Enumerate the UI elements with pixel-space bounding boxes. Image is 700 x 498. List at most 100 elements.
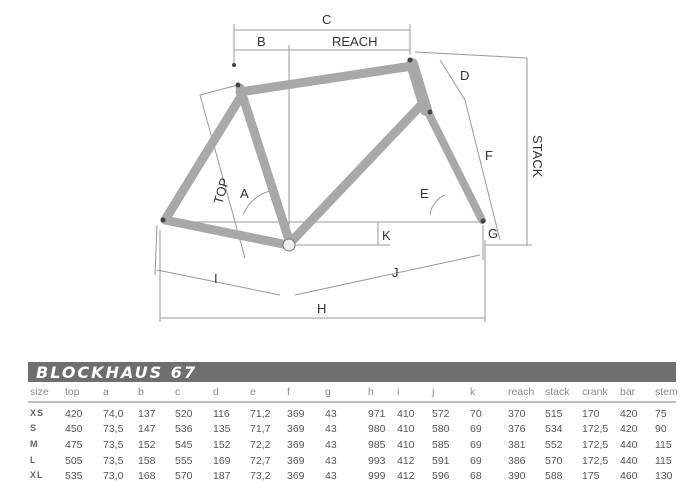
table-cell: 73,5	[103, 455, 124, 467]
table-cell: 570	[175, 470, 193, 482]
table-cell: 168	[138, 470, 156, 482]
head-tube	[406, 58, 432, 116]
table-cell: 73,0	[103, 470, 124, 482]
joint-dots	[160, 57, 486, 224]
table-cell: 369	[287, 455, 305, 467]
table-cell: 985	[368, 439, 386, 451]
size-label: XS	[30, 408, 45, 418]
table-cell: 158	[138, 455, 156, 467]
table-cell: 545	[175, 439, 193, 451]
table-cell: 585	[432, 439, 450, 451]
header-divider	[28, 401, 676, 403]
table-cell: 420	[620, 423, 638, 435]
column-header-stack: stack	[545, 386, 570, 398]
table-cell: 381	[508, 439, 526, 451]
table-cell: 152	[213, 439, 231, 451]
table-cell: 588	[545, 470, 563, 482]
table-cell: 475	[65, 439, 83, 451]
column-header-f: f	[287, 386, 290, 398]
table-cell: 410	[397, 439, 415, 451]
table-cell: 370	[508, 408, 526, 420]
table-cell: 68	[470, 470, 482, 482]
table-cell: 73,5	[103, 439, 124, 451]
table-cell: 580	[432, 423, 450, 435]
table-cell: 555	[175, 455, 193, 467]
table-cell: 390	[508, 470, 526, 482]
size-label: L	[30, 455, 37, 465]
column-header-b: b	[138, 386, 144, 398]
table-cell: 591	[432, 455, 450, 467]
table-cell: 71,2	[250, 408, 271, 420]
table-cell: 72,7	[250, 455, 271, 467]
table-cell: 69	[470, 439, 482, 451]
label-reach: REACH	[332, 34, 378, 49]
column-header-d: d	[213, 386, 219, 398]
table-cell: 175	[582, 470, 600, 482]
table-cell: 169	[213, 455, 231, 467]
table-cell: 515	[545, 408, 563, 420]
size-label: XL	[30, 470, 44, 480]
column-header-h: h	[368, 386, 374, 398]
column-header-bar: bar	[620, 386, 636, 398]
table-cell: 43	[325, 423, 337, 435]
table-cell: 115	[655, 439, 672, 451]
column-header-i: i	[397, 386, 400, 398]
fork	[424, 108, 486, 224]
column-header-c: c	[175, 386, 181, 398]
table-cell: 410	[397, 408, 415, 420]
table-cell: 116	[213, 408, 230, 420]
table-cell: 172,5	[582, 439, 609, 451]
table-cell: 172,5	[582, 423, 609, 435]
dimension-lines	[154, 24, 532, 322]
table-cell: 440	[620, 455, 638, 467]
seat-tube	[235, 83, 295, 248]
label-stack: STACK	[530, 135, 545, 178]
chainstay	[160, 215, 293, 250]
table-cell: 570	[545, 455, 563, 467]
table-cell: 420	[620, 408, 638, 420]
label-f: F	[485, 148, 493, 163]
column-header-g: g	[325, 386, 331, 398]
table-cell: 137	[138, 408, 156, 420]
table-cell: 999	[368, 470, 386, 482]
table-cell: 71,7	[250, 423, 271, 435]
column-header-crank: crank	[582, 386, 608, 398]
table-cell: 420	[65, 408, 83, 420]
label-j: J	[392, 265, 399, 280]
table-cell: 69	[470, 455, 482, 467]
table-cell: 412	[397, 455, 415, 467]
table-cell: 70	[470, 408, 482, 420]
table-cell: 412	[397, 470, 415, 482]
size-label: M	[30, 439, 39, 449]
table-cell: 90	[655, 423, 667, 435]
table-cell: 43	[325, 455, 337, 467]
column-header-top: top	[65, 386, 80, 398]
table-cell: 130	[655, 470, 673, 482]
table-cell: 369	[287, 423, 305, 435]
column-header-stem: stem	[655, 386, 678, 398]
table-cell: 505	[65, 455, 83, 467]
table-cell: 460	[620, 470, 638, 482]
table-cell: 73,2	[250, 470, 271, 482]
table-cell: 147	[138, 423, 156, 435]
table-cell: 369	[287, 470, 305, 482]
table-cell: 43	[325, 408, 337, 420]
label-a: A	[240, 186, 249, 201]
table-cell: 450	[65, 423, 83, 435]
label-c: C	[322, 12, 331, 27]
label-i: I	[214, 271, 218, 286]
table-cell: 386	[508, 455, 526, 467]
table-cell: 572	[432, 408, 450, 420]
seat-stay	[160, 93, 245, 225]
column-header-k: k	[470, 386, 476, 398]
table-cell: 73,5	[103, 423, 124, 435]
column-header-j: j	[432, 386, 435, 398]
table-cell: 170	[582, 408, 600, 420]
label-d: D	[460, 68, 469, 83]
bottom-bracket	[282, 238, 296, 252]
table-cell: 43	[325, 470, 337, 482]
down-tube	[285, 97, 429, 248]
table-cell: 536	[175, 423, 193, 435]
table-cell: 980	[368, 423, 386, 435]
table-cell: 187	[213, 470, 231, 482]
